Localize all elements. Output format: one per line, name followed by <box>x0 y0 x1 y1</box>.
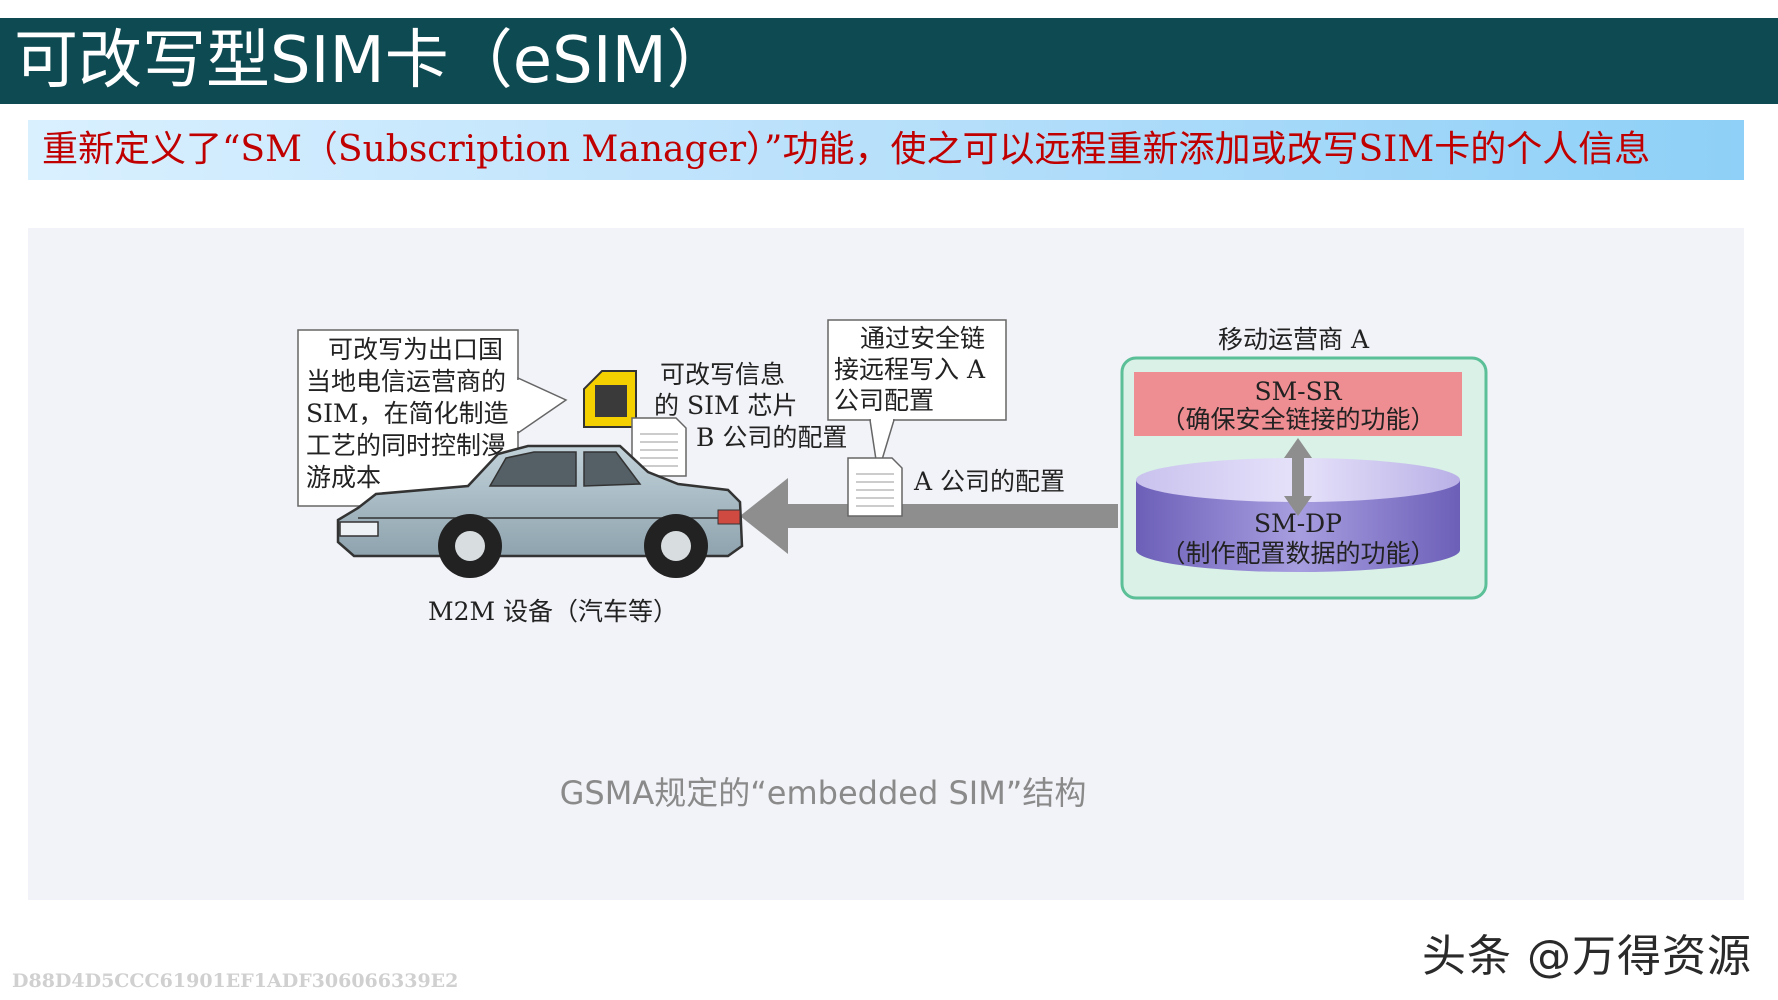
sim-chip-label-line: 可改写信息 <box>660 360 785 389</box>
svg-text:当地电信运营商的: 当地电信运营商的 <box>306 367 506 396</box>
diagram-panel: 可改写为出口国 当地电信运营商的 SIM，在简化制造 工艺的同时控制漫 游成本 … <box>28 228 1744 900</box>
svg-text:通过安全链: 通过安全链 <box>860 324 985 353</box>
svg-text:可改写为出口国: 可改写为出口国 <box>328 335 503 364</box>
sim-chip-icon <box>584 371 636 427</box>
note-left-line: 工艺的同时控制漫 <box>306 431 506 460</box>
device-label: M2M 设备（汽车等） <box>428 597 678 626</box>
operator-label: 移动运营商 A <box>1218 325 1370 354</box>
company-a-config-label: A 公司的配置 <box>913 467 1065 496</box>
sm-sr-title: SM-SR <box>1254 377 1342 406</box>
svg-text:SIM，在简化制造: SIM，在简化制造 <box>306 399 509 428</box>
note-middle-line: 公司配置 <box>834 386 934 415</box>
svg-text:工艺的同时控制漫: 工艺的同时控制漫 <box>306 431 506 460</box>
svg-text:公司配置: 公司配置 <box>834 386 934 415</box>
sim-chip-label-line: 的 SIM 芯片 <box>654 391 798 420</box>
svg-text:接远程写入 A: 接远程写入 A <box>834 355 986 384</box>
svg-text:游成本: 游成本 <box>306 463 381 492</box>
sm-sr-desc: （确保安全链接的功能） <box>1160 405 1435 434</box>
page-title: 可改写型SIM卡（eSIM） <box>14 24 731 98</box>
note-left-line: SIM，在简化制造 <box>306 399 509 428</box>
title-bar: 可改写型SIM卡（eSIM） <box>0 18 1778 104</box>
watermark: 头条 @万得资源 <box>1422 920 1752 984</box>
note-left-line: 当地电信运营商的 <box>306 367 506 396</box>
subtitle-text: 重新定义了“SM（Subscription Manager）”功能，使之可以远程… <box>42 128 1650 172</box>
diagram-caption: GSMA规定的“embedded SIM”结构 <box>28 768 1618 814</box>
note-middle-line: 通过安全链 <box>860 324 985 353</box>
note-left-line: 可改写为出口国 <box>328 335 503 364</box>
company-b-config-label: B 公司的配置 <box>696 423 847 452</box>
subtitle-bar: 重新定义了“SM（Subscription Manager）”功能，使之可以远程… <box>28 120 1744 180</box>
note-middle-line: 接远程写入 A <box>834 355 986 384</box>
document-a-icon <box>848 458 902 516</box>
sm-dp-desc: （制作配置数据的功能） <box>1160 539 1435 568</box>
note-left-line: 游成本 <box>306 463 381 492</box>
remote-write-note: 通过安全链 接远程写入 A 公司配置 <box>828 320 1006 473</box>
hash-code: D88D4D5CCC61901EF1ADF306066339E2 <box>12 970 458 992</box>
